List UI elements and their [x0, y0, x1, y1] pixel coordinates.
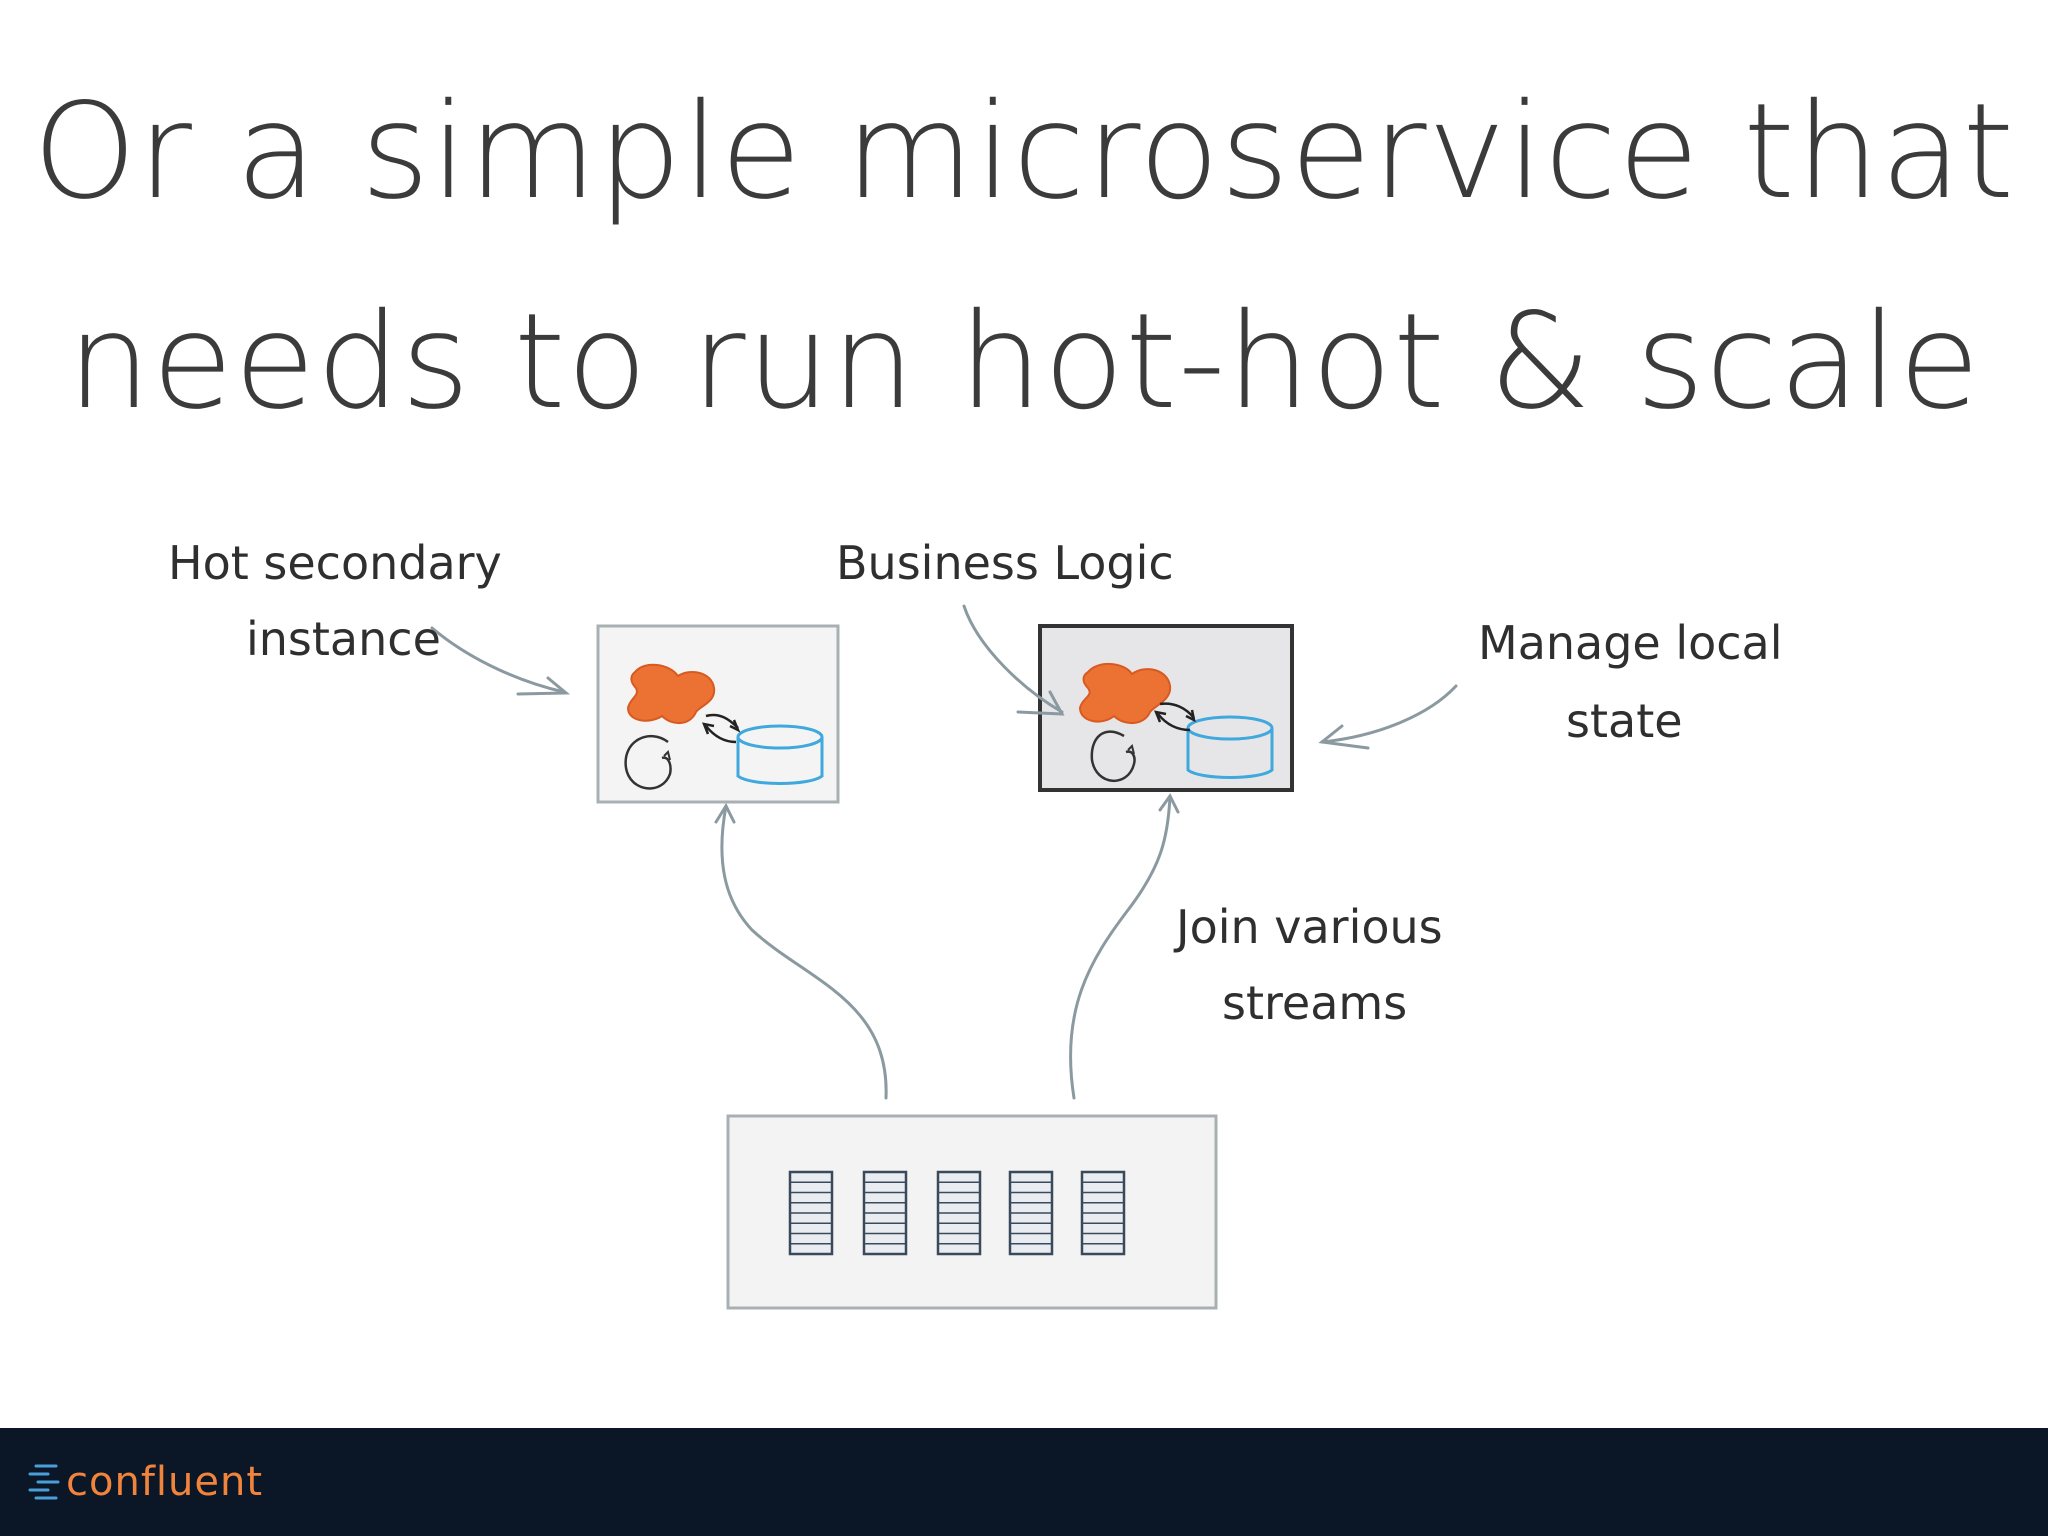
business-logic-arrow — [962, 604, 1064, 714]
confluent-logo[interactable]: confluent — [26, 1450, 263, 1514]
label-hot-secondary-line-2: instance — [246, 612, 441, 666]
footer-bar: confluent — [0, 1428, 2048, 1536]
topic-partition-icons — [788, 1170, 1126, 1256]
business-logic-blob-icon — [1078, 663, 1172, 724]
label-manage-local-line-1: Manage local — [1478, 616, 1783, 670]
primary-instance-box — [1038, 624, 1294, 792]
business-logic-blob-icon — [626, 663, 716, 724]
architecture-diagram — [430, 604, 1458, 1310]
stream-arrow-right — [1069, 794, 1172, 1100]
manage-state-arrow — [1320, 684, 1458, 744]
kafka-topics-box — [726, 1114, 1218, 1310]
cycle-icon — [624, 734, 672, 790]
topic-partition-4 — [1008, 1170, 1054, 1256]
hot-secondary-arrow — [430, 626, 566, 694]
topic-partition-3 — [936, 1170, 982, 1256]
label-manage-local-line-2: state — [1566, 694, 1683, 748]
topic-partition-1 — [788, 1170, 834, 1256]
label-join-streams-line-1: Join various — [1176, 900, 1443, 954]
topic-partition-2 — [862, 1170, 908, 1256]
slide-title-line-2: needs to run hot-hot & scale — [67, 285, 1981, 439]
logo-wordmark: confluent — [66, 1459, 264, 1505]
label-join-streams-line-2: streams — [1222, 976, 1408, 1030]
confluent-mark-icon — [28, 1464, 60, 1500]
slide-title-line-1: Or a simple microservice that — [32, 75, 2016, 229]
label-business-logic: Business Logic — [836, 536, 1174, 590]
topic-partition-5 — [1080, 1170, 1126, 1256]
stream-arrow-left — [720, 804, 888, 1100]
cycle-icon — [1090, 730, 1136, 782]
label-hot-secondary-line-1: Hot secondary — [168, 536, 502, 590]
secondary-instance-box — [596, 624, 840, 804]
